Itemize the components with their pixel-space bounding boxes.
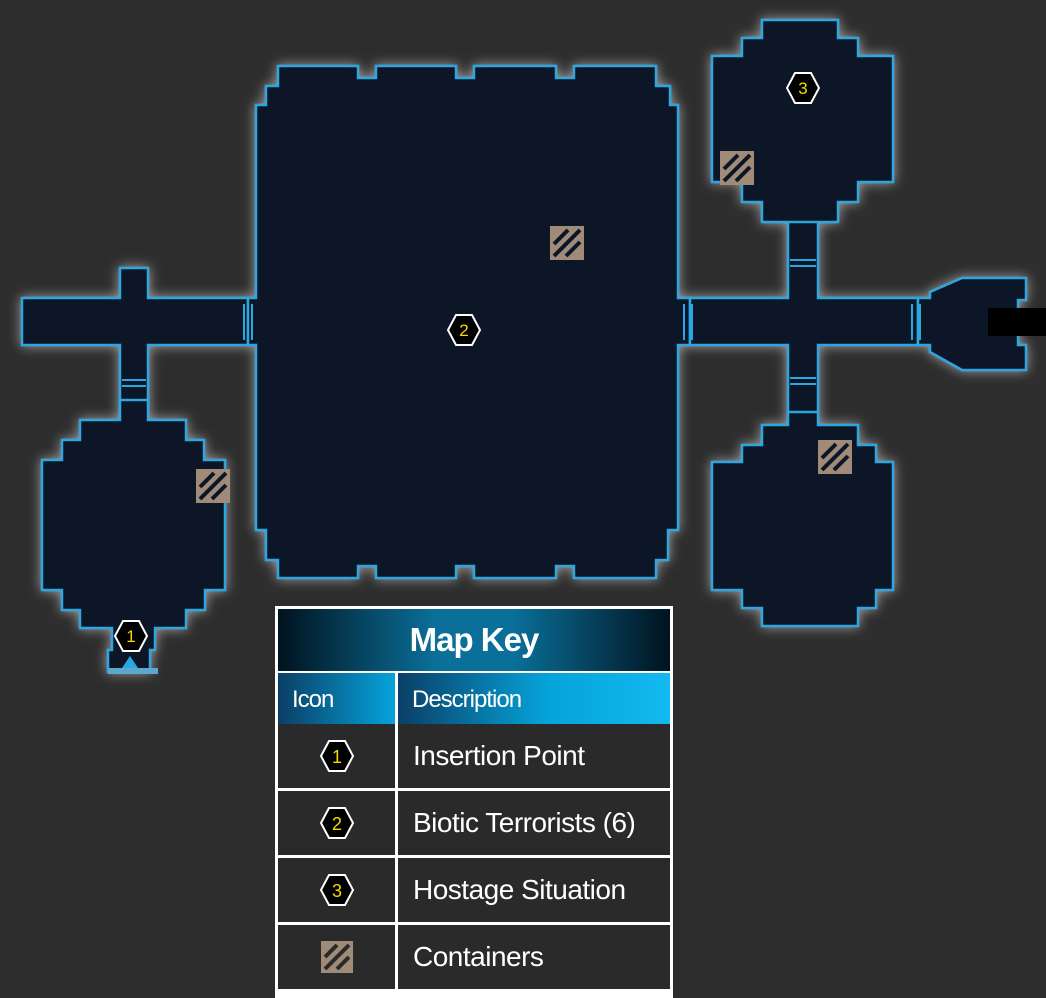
- marker-1-icon: 1: [113, 620, 149, 652]
- key-row-description: Containers: [398, 925, 670, 989]
- container-crate-icon: [196, 469, 230, 503]
- container-crate-icon: [550, 226, 584, 260]
- left-corridor: [20, 266, 250, 422]
- marker-2-icon: 2: [446, 314, 482, 346]
- key-row-description: Hostage Situation: [398, 858, 670, 922]
- marker-3-icon: 3: [785, 72, 821, 104]
- key-row-description: Biotic Terrorists (6): [398, 791, 670, 855]
- svg-text:1: 1: [331, 747, 341, 767]
- marker-1-icon-label: 1: [126, 627, 135, 646]
- room-top-right: [710, 18, 895, 224]
- map-key-header-description: Description: [398, 673, 670, 727]
- container-crate-icon: [818, 440, 852, 474]
- key-row-icon-cell: 3: [278, 858, 395, 922]
- key-row-icon-cell: 1: [278, 724, 395, 788]
- marker-1-icon: 1: [319, 740, 354, 772]
- marker-3-icon: 3: [319, 874, 354, 906]
- container-crate-icon: [720, 151, 754, 185]
- svg-text:2: 2: [331, 814, 341, 834]
- container-crate-icon: [320, 941, 353, 973]
- map-key-table: Map Key Icon Description 1 Insertion Poin…: [275, 606, 673, 998]
- right-corridor: [688, 218, 920, 427]
- map-key-title: Map Key: [278, 609, 670, 671]
- key-row-description: Insertion Point: [398, 724, 670, 788]
- key-row-icon-cell: 2: [278, 791, 395, 855]
- room-bottom-right: [710, 410, 895, 628]
- exit-tunnel: [988, 308, 1046, 336]
- svg-text:3: 3: [331, 881, 341, 901]
- key-row-icon-cell: [278, 925, 395, 989]
- marker-2-icon: 2: [319, 807, 354, 839]
- map-key-header-icon: Icon: [278, 673, 395, 727]
- room-exit-right: [916, 276, 1028, 372]
- marker-2-icon-label: 2: [459, 321, 468, 340]
- insertion-pad: [108, 656, 158, 674]
- marker-3-icon-label: 3: [798, 79, 807, 98]
